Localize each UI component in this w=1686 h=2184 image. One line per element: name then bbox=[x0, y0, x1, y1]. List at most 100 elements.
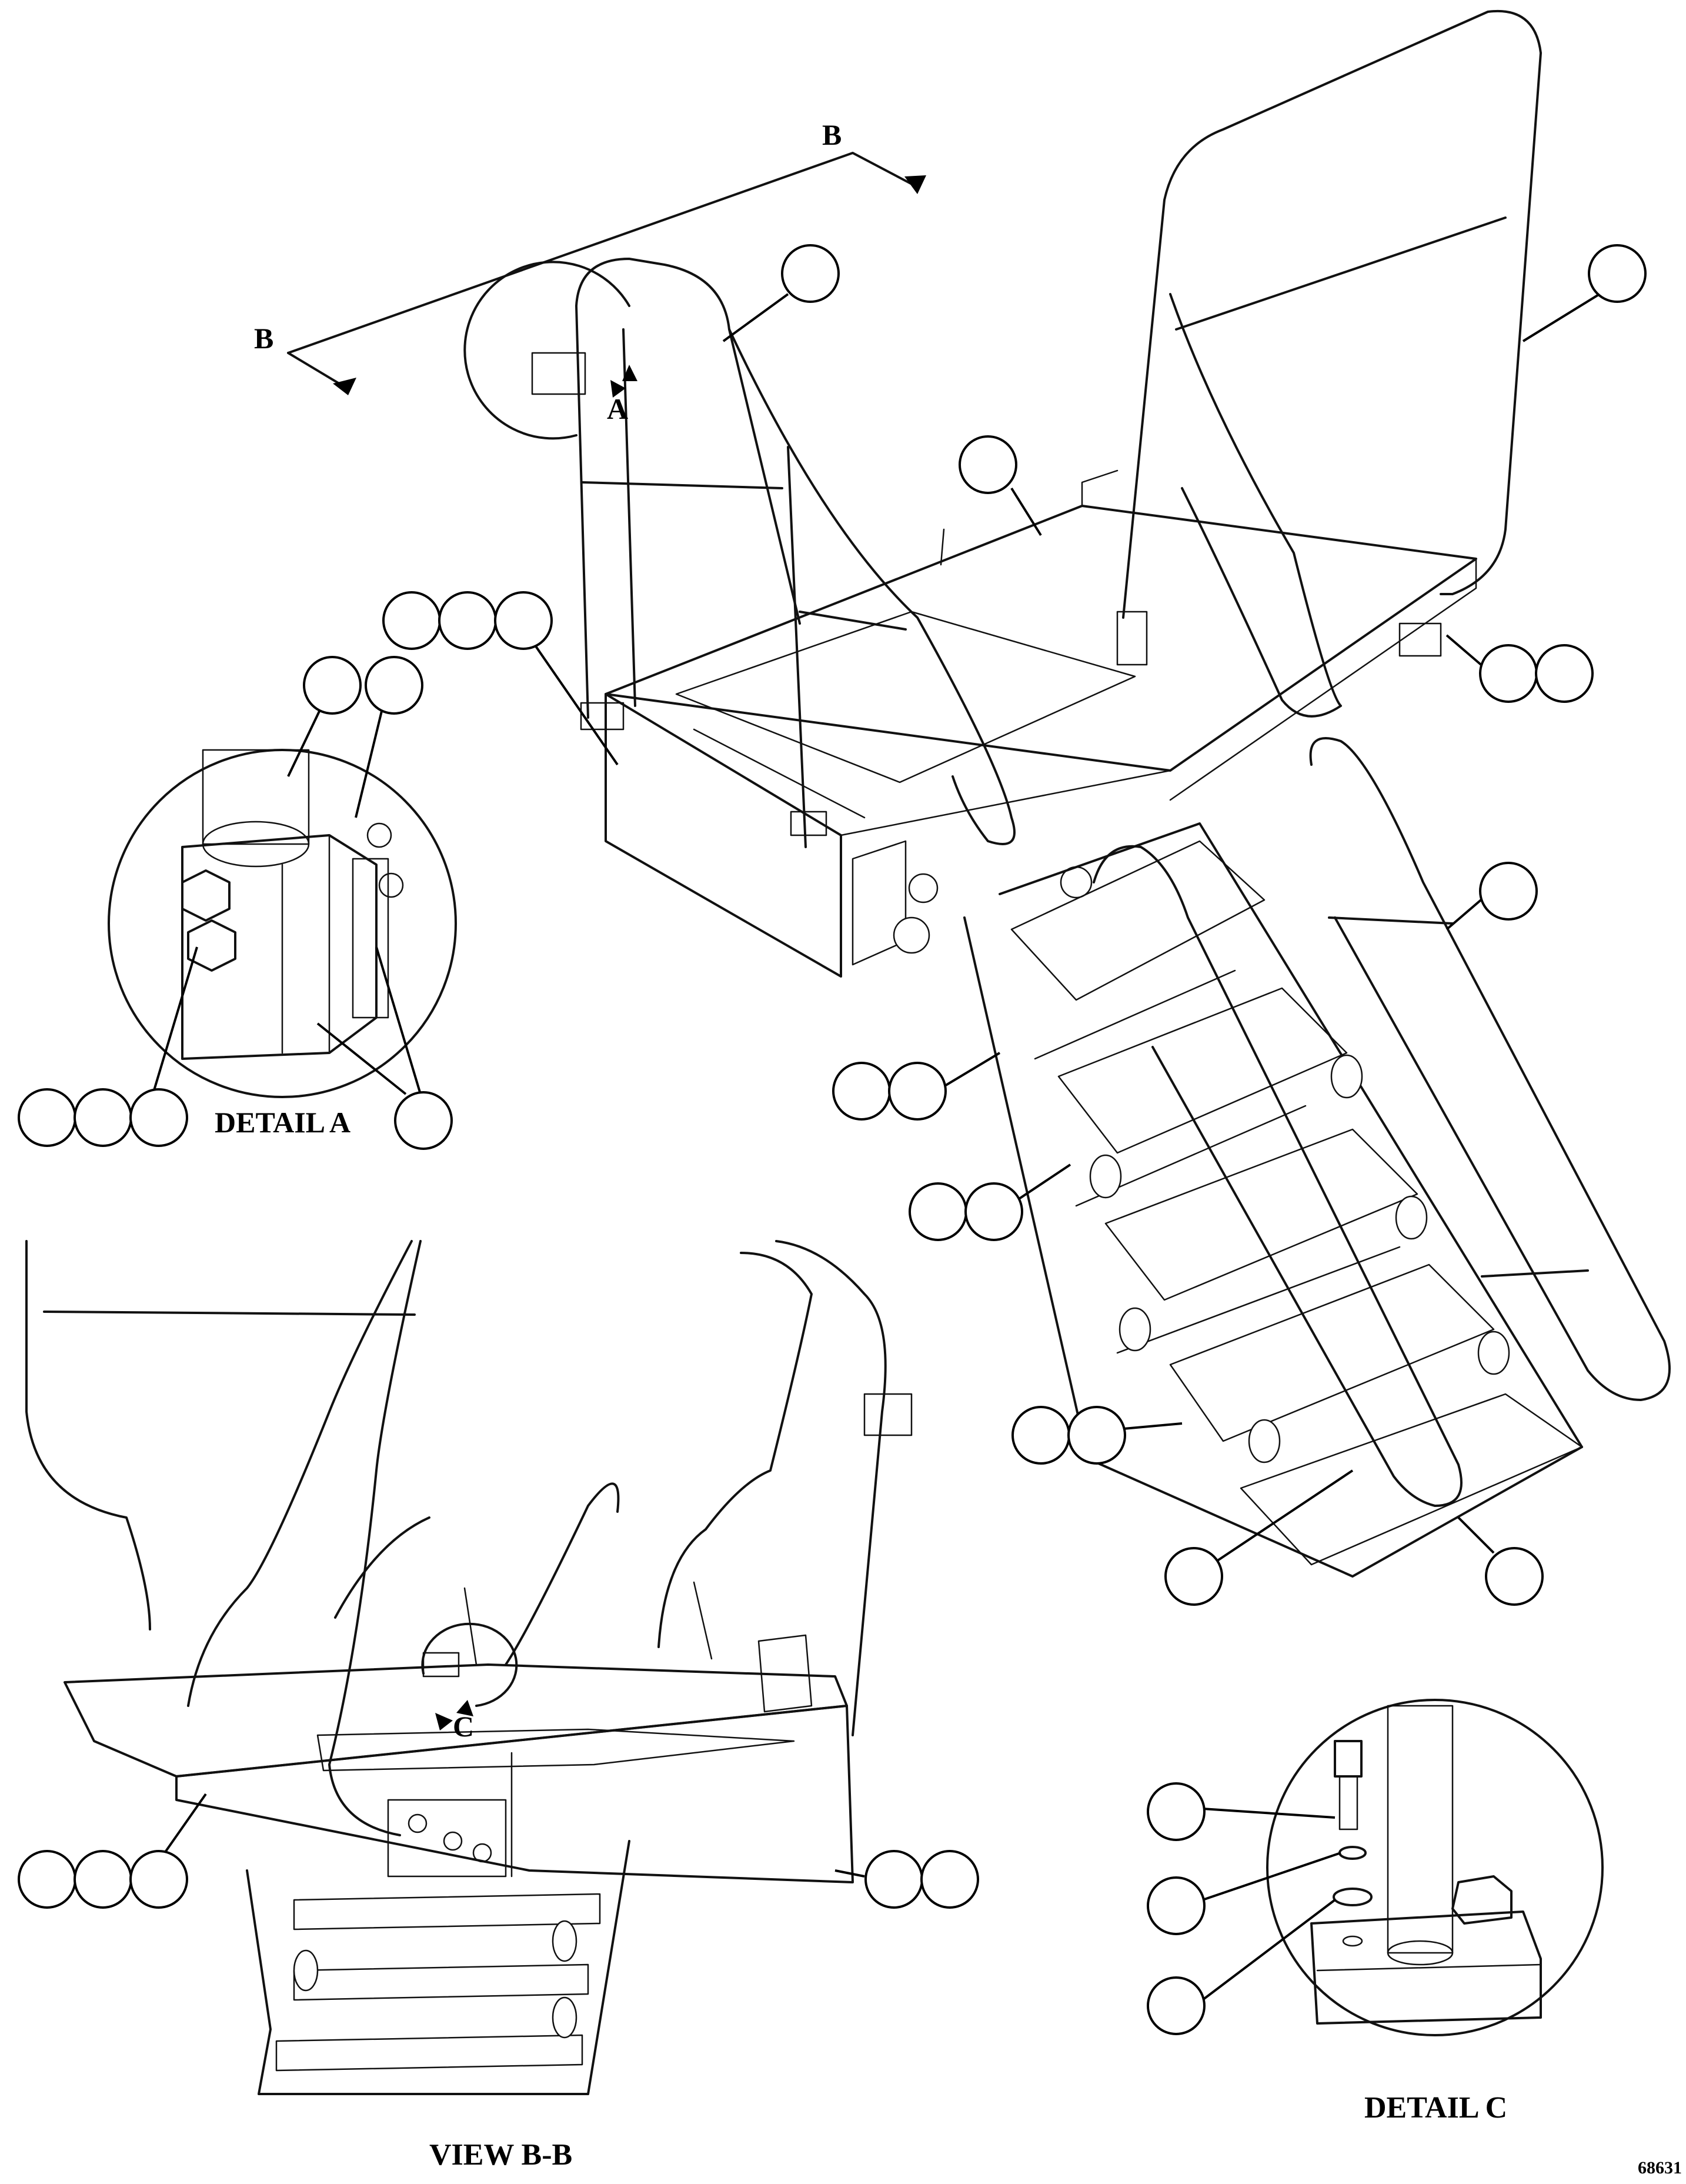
stair-tread-1 bbox=[1010, 840, 1266, 1001]
stringer-hole-3 bbox=[1248, 1419, 1281, 1463]
view-bb-tread-1 bbox=[293, 1893, 601, 1930]
view-bb-stair-stringer bbox=[246, 1840, 630, 2095]
view-bb-valve-block bbox=[387, 1799, 507, 1878]
detail-c-flat-washer bbox=[1333, 1888, 1373, 1906]
handrail-right-outer bbox=[1122, 9, 1542, 619]
callout-balloon bbox=[394, 1091, 453, 1150]
callout-balloon bbox=[74, 1088, 132, 1147]
detail-c-bolt-shank bbox=[1338, 1775, 1358, 1830]
view-bb-tread-2 bbox=[293, 1963, 589, 2001]
stair-tread-4 bbox=[1169, 1263, 1495, 1442]
callout-balloon bbox=[438, 591, 497, 650]
hinge-pivot-2 bbox=[893, 916, 930, 954]
stringer-hole-6 bbox=[1477, 1331, 1510, 1375]
detail-c-marker-label: C bbox=[453, 1710, 474, 1743]
callout-balloon bbox=[1588, 244, 1647, 303]
view-bb-rail-left bbox=[25, 1240, 151, 1631]
callout-balloon bbox=[1147, 1976, 1206, 2035]
section-line-b-b bbox=[287, 152, 926, 395]
stair-stringer-lower bbox=[963, 916, 1583, 1578]
callout-balloon bbox=[1067, 1406, 1126, 1465]
stair-side-rail-inner bbox=[1093, 845, 1463, 1507]
detail-a-title: DETAIL A bbox=[215, 1106, 350, 1139]
callout-balloon bbox=[959, 435, 1017, 494]
section-arrow-head-right bbox=[904, 175, 926, 194]
handrail-right-loop bbox=[1169, 293, 1342, 718]
section-arrow-head-left bbox=[333, 378, 356, 395]
callout-balloon bbox=[303, 656, 362, 715]
callouts-detail-a bbox=[18, 656, 453, 1150]
detail-a-bolt-upper bbox=[181, 869, 231, 922]
platform-deck bbox=[605, 505, 1477, 772]
rail-clamp-left bbox=[580, 702, 625, 731]
handrail-left-outer bbox=[575, 258, 801, 719]
callout-balloon bbox=[1485, 1547, 1544, 1606]
detail-c-boundary bbox=[1266, 1699, 1604, 2036]
callout-balloon bbox=[888, 1062, 947, 1121]
detail-c-nut bbox=[1451, 1875, 1513, 1925]
section-label-b-left: B bbox=[254, 322, 273, 355]
handrail-left-loop bbox=[728, 328, 1016, 845]
callout-balloon bbox=[129, 1850, 188, 1909]
callout-balloon bbox=[920, 1850, 979, 1909]
callout-balloon bbox=[964, 1182, 1023, 1241]
view-bb-clamp bbox=[863, 1393, 913, 1436]
detail-c-title: DETAIL C bbox=[1364, 2091, 1507, 2125]
rail-clamp-right bbox=[1398, 622, 1442, 657]
callout-balloon bbox=[832, 1062, 891, 1121]
stringer-hole-5 bbox=[1395, 1195, 1428, 1240]
section-label-b-top: B bbox=[822, 118, 842, 151]
callout-balloon bbox=[1011, 1406, 1070, 1465]
callout-balloon bbox=[1147, 1876, 1206, 1935]
callout-balloon bbox=[1535, 644, 1594, 703]
stringer-hole-2 bbox=[1119, 1307, 1151, 1352]
detail-a-marker-label: A bbox=[607, 392, 628, 425]
callout-balloon bbox=[1147, 1782, 1206, 1841]
view-bb-control-box bbox=[757, 1634, 813, 1713]
hinge-pivot-1 bbox=[908, 873, 939, 903]
callout-balloon bbox=[1479, 644, 1538, 703]
stringer-hole-1 bbox=[1089, 1154, 1122, 1199]
view-bb-title: VIEW B-B bbox=[429, 2138, 572, 2172]
view-b-b bbox=[25, 1240, 913, 2095]
rail-clamp-front bbox=[790, 811, 827, 836]
callouts-view-bb bbox=[18, 1793, 979, 1909]
view-bb-tread-3 bbox=[275, 2034, 583, 2072]
drawing-number: 68631 bbox=[1638, 2158, 1682, 2178]
stair-stringer-upper bbox=[999, 822, 1583, 1448]
rail-post-rear bbox=[1116, 611, 1148, 666]
callout-balloon bbox=[382, 591, 441, 650]
callout-balloon bbox=[781, 244, 840, 303]
view-bb-side-panel bbox=[175, 1705, 854, 1883]
stair-tread-3 bbox=[1104, 1128, 1418, 1301]
stair-side-rail-outer bbox=[1309, 737, 1671, 1401]
stair-tread-5 bbox=[1240, 1393, 1583, 1566]
view-bb-rail-right bbox=[775, 1240, 887, 1736]
callout-balloon bbox=[129, 1088, 188, 1147]
detail-a-bolt-lower bbox=[187, 919, 236, 972]
callout-balloon bbox=[1479, 862, 1538, 921]
detail-c-lock-washer bbox=[1338, 1846, 1367, 1860]
detail-c-bolt-head bbox=[1334, 1740, 1363, 1778]
callout-balloon bbox=[74, 1850, 132, 1909]
callout-balloon bbox=[365, 656, 423, 715]
callout-balloon bbox=[909, 1182, 967, 1241]
callout-balloon bbox=[864, 1850, 923, 1909]
main-platform-assembly bbox=[575, 9, 1542, 978]
detail-a-view bbox=[108, 749, 457, 1098]
detail-c-view bbox=[1266, 1699, 1604, 2036]
platform-side-panel bbox=[605, 693, 842, 978]
callout-balloon bbox=[18, 1850, 76, 1909]
callouts-upper bbox=[382, 244, 1647, 1606]
stair-tread-2 bbox=[1057, 987, 1348, 1154]
callout-balloon bbox=[1164, 1547, 1223, 1606]
detail-c-base-block bbox=[1310, 1910, 1542, 2025]
stair-assembly bbox=[963, 737, 1671, 1578]
stringer-hole-4 bbox=[1330, 1054, 1363, 1099]
callouts-detail-c bbox=[1147, 1782, 1341, 2035]
callout-balloon bbox=[18, 1088, 76, 1147]
callout-balloon bbox=[494, 591, 553, 650]
detail-a-clamp-body bbox=[181, 834, 378, 1060]
detail-a-clamp-small bbox=[531, 352, 586, 395]
